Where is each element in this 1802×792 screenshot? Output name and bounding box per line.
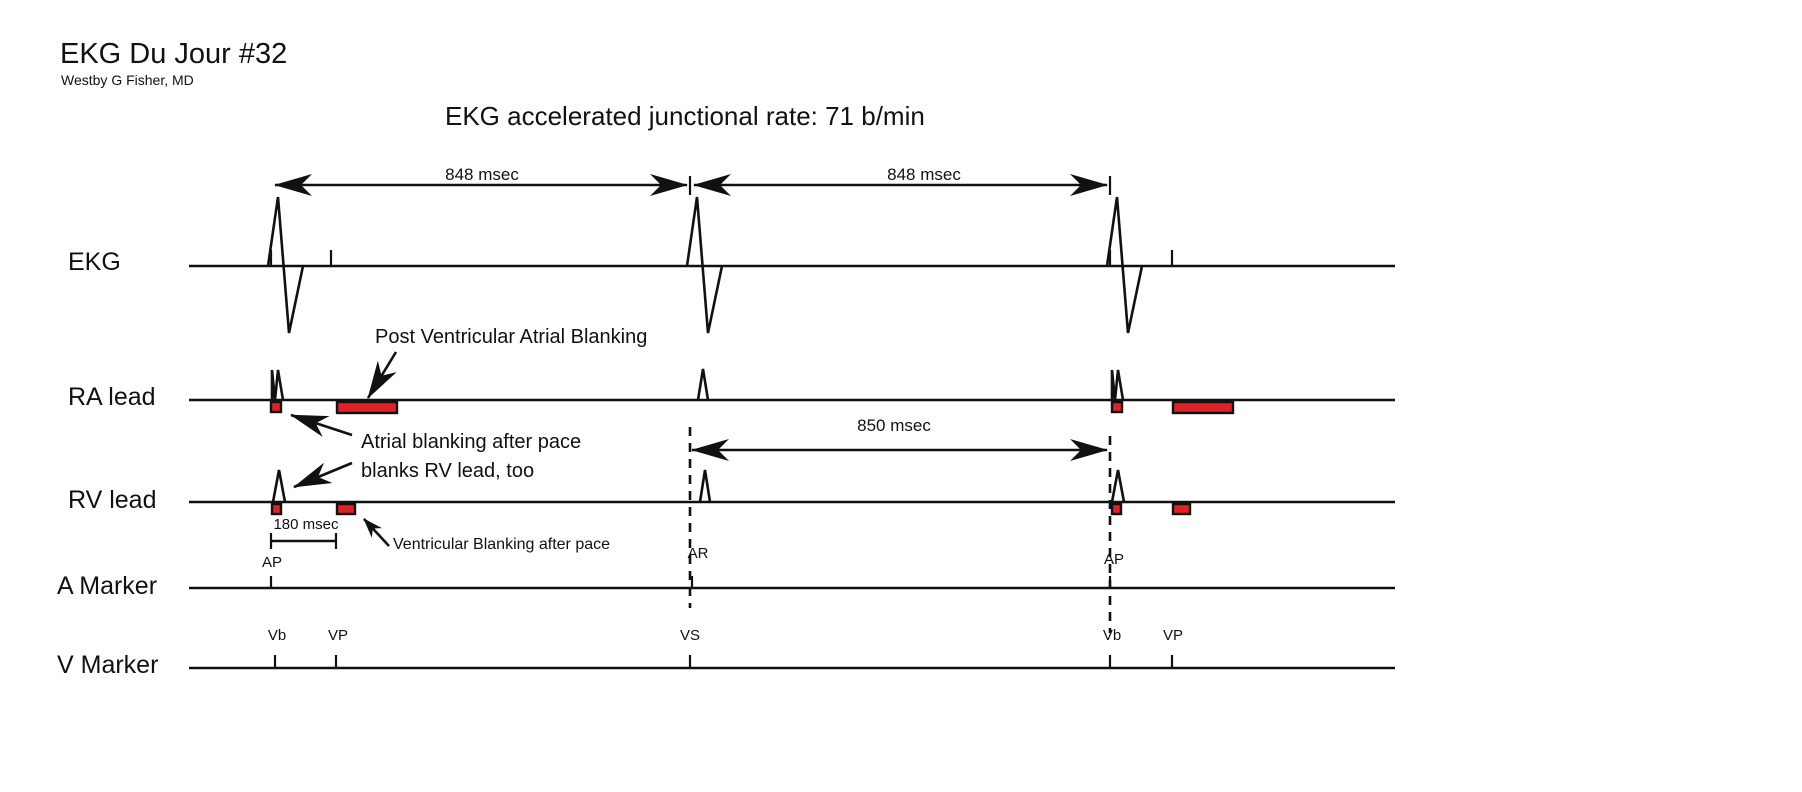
ra-atrial-blanking-3 xyxy=(1110,400,1124,414)
v-marker-label-vp-1: VP xyxy=(328,627,348,644)
ventricular-blanking-annotation: Ventricular Blanking after pace xyxy=(393,536,610,553)
ra-pvab-period-1 xyxy=(335,400,399,415)
pvab-pointer-arrow xyxy=(366,351,398,399)
aa-interval-label: 850 msec xyxy=(857,416,931,435)
blanking-180-label: 180 msec xyxy=(273,516,339,533)
a-marker-label-ap-1: AP xyxy=(262,554,282,571)
author-credit: Westby G Fisher, MD xyxy=(61,72,194,88)
v-marker-label-vs: VS xyxy=(680,627,700,644)
rv-sensed-signal-2 xyxy=(698,469,712,503)
ra-atrial-pace-signal-3 xyxy=(1110,369,1125,401)
rv-far-field-signal-1 xyxy=(271,469,287,503)
ekg-complex-1 xyxy=(266,196,305,334)
v-marker-label-vb-2: Vb xyxy=(1103,627,1121,644)
pvab-annotation: Post Ventricular Atrial Blanking xyxy=(375,326,647,348)
atrial-blanking-pointer-rv xyxy=(293,461,353,489)
diagram-headline: EKG accelerated junctional rate: 71 b/mi… xyxy=(445,101,925,131)
ra-pvab-period-3 xyxy=(1171,400,1235,415)
ekg-complex-3 xyxy=(1105,196,1144,334)
page-title: EKG Du Jour #32 xyxy=(60,38,287,70)
ekg-complex-2 xyxy=(685,196,724,334)
row-label-ekg: EKG xyxy=(68,248,121,276)
rv-ventricular-blanking-3 xyxy=(1171,502,1192,516)
rr-interval-label-2: 848 msec xyxy=(887,165,961,184)
ra-atrial-blanking-1 xyxy=(269,400,283,414)
row-label-rv-lead: RV lead xyxy=(68,486,157,514)
v-marker-label-vp-2: VP xyxy=(1163,627,1183,644)
row-label-v-marker: V Marker xyxy=(57,651,158,679)
rv-far-field-signal-3 xyxy=(1110,469,1126,503)
atrial-blanking-annotation-line-2: blanks RV lead, too xyxy=(361,460,534,482)
ra-far-field-signal-2 xyxy=(696,368,710,401)
rv-atrial-blanking-1 xyxy=(270,502,283,516)
atrial-blanking-annotation-line-1: Atrial blanking after pace xyxy=(361,431,581,453)
ra-atrial-pace-signal-1 xyxy=(270,369,285,401)
row-label-a-marker: A Marker xyxy=(57,572,157,600)
rv-atrial-blanking-3 xyxy=(1110,502,1123,516)
a-marker-label-ap-2: AP xyxy=(1104,551,1124,568)
atrial-blanking-pointer-ra xyxy=(290,413,353,437)
rv-ventricular-blanking-1 xyxy=(335,502,357,516)
v-marker-label-vb-1: Vb xyxy=(268,627,286,644)
rr-interval-label-1: 848 msec xyxy=(445,165,519,184)
a-marker-label-ar: AR xyxy=(688,545,709,562)
row-label-ra-lead: RA lead xyxy=(68,383,156,411)
ventricular-blanking-pointer xyxy=(363,518,390,547)
